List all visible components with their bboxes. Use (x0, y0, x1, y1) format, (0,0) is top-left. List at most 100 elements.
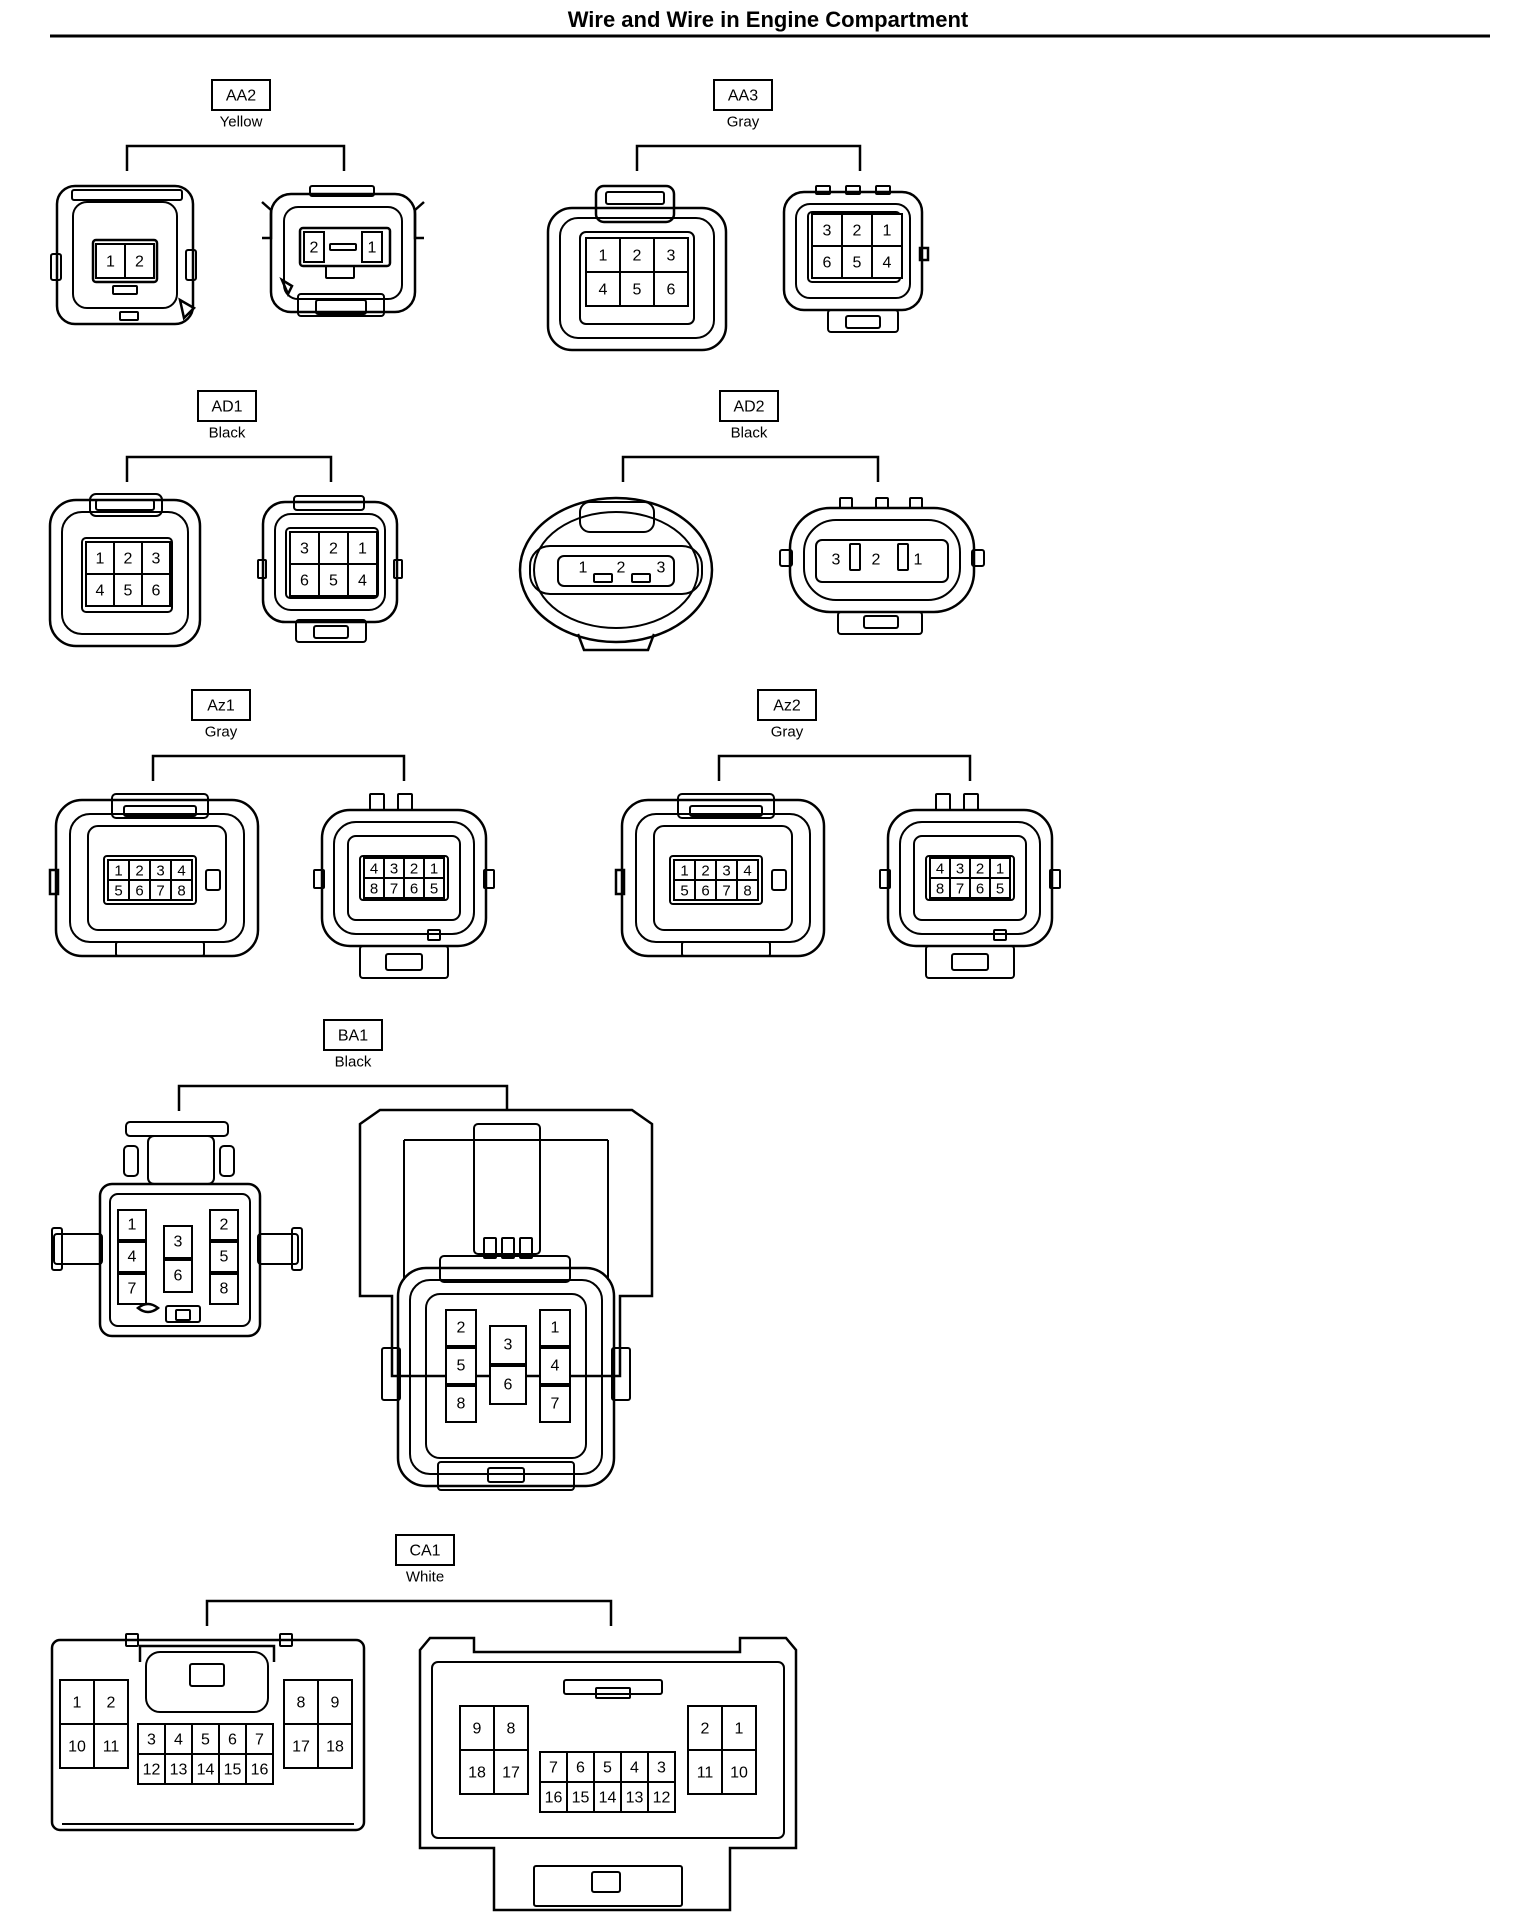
outline (899, 821, 1041, 935)
pin-cavity (170, 879, 193, 901)
pin-cavity (117, 1241, 147, 1273)
pin-number: 1 (914, 552, 923, 569)
pin-cavity (218, 1753, 247, 1785)
outline (358, 1108, 654, 1378)
pin-number: 1 (599, 248, 608, 265)
outline (329, 243, 357, 251)
pin-number: 4 (370, 861, 378, 878)
connector-id-label: AD2 (733, 399, 764, 416)
outline (87, 825, 227, 931)
outline (309, 185, 375, 197)
pin-number: 6 (228, 1732, 237, 1749)
rib (918, 246, 930, 262)
outline (95, 499, 155, 511)
pin-number: 2 (124, 551, 133, 568)
pin-number: 17 (292, 1739, 310, 1756)
connector-id-box (713, 79, 773, 111)
outline (257, 559, 267, 579)
outline (579, 501, 655, 533)
outline (279, 1633, 293, 1647)
connector-id-label: BA1 (338, 1028, 368, 1045)
pin-number: 6 (152, 583, 161, 600)
pin-number: 5 (201, 1732, 210, 1749)
pin-cavity (93, 1723, 129, 1769)
pin-cavity (489, 1365, 527, 1405)
pin-number: 3 (823, 223, 832, 240)
outline (293, 495, 365, 511)
outline (533, 1865, 683, 1907)
pin-number: 8 (743, 883, 751, 900)
pin-number: 3 (390, 861, 398, 878)
outline (863, 615, 899, 629)
pin-cavity (445, 1309, 477, 1347)
pin-cavity (445, 1385, 477, 1423)
pin-number: 10 (68, 1739, 86, 1756)
outline (925, 855, 1015, 901)
pin-cavity (871, 245, 903, 279)
pin-cavity (347, 563, 378, 597)
outline (677, 793, 775, 819)
pin-number: 2 (220, 1217, 229, 1234)
connector-color-label: Gray (205, 724, 238, 741)
pin-cavity (489, 1325, 527, 1365)
outline (925, 945, 1015, 979)
pin-number: 5 (329, 573, 338, 590)
outline (579, 231, 695, 325)
pin-number: 4 (177, 863, 185, 880)
outline (61, 511, 189, 635)
outline (788, 506, 976, 614)
pin-cavity (647, 1781, 676, 1813)
pin-number: 7 (722, 883, 730, 900)
outline (815, 539, 949, 583)
pin-cavity (620, 1781, 649, 1813)
outline (396, 1266, 616, 1488)
pin-number: 3 (147, 1732, 156, 1749)
pin-number: 4 (630, 1760, 639, 1777)
pin-number: 6 (976, 881, 984, 898)
outline (91, 238, 159, 284)
outline (993, 929, 1007, 941)
pin-number: 4 (551, 1358, 560, 1375)
pin-number: 3 (956, 861, 964, 878)
pin-number: 1 (430, 861, 438, 878)
pin-number: 8 (297, 1695, 306, 1712)
outline (189, 1663, 225, 1687)
pin-number: 5 (124, 583, 133, 600)
pin-number: 5 (633, 282, 642, 299)
pin-number: 4 (743, 863, 751, 880)
pin-number: 2 (329, 541, 338, 558)
rib (261, 201, 273, 240)
pin-number: 8 (220, 1281, 229, 1298)
outline (123, 805, 197, 817)
outline (595, 1687, 631, 1699)
outline (397, 793, 413, 811)
latch (138, 1644, 276, 1662)
outline (333, 821, 475, 935)
outline (779, 549, 793, 567)
connector-id-label: AA3 (728, 88, 758, 105)
outline (437, 1461, 575, 1491)
pin-number: 1 (579, 560, 588, 577)
pin-number: 1 (996, 861, 1004, 878)
pin-cavity (164, 1723, 193, 1755)
pin-number: 1 (735, 1721, 744, 1738)
pin-cavity (539, 1309, 571, 1347)
pin-cavity (445, 1347, 477, 1385)
outline (71, 189, 183, 201)
pin-number: 7 (390, 881, 398, 898)
pin-number: 13 (626, 1790, 644, 1807)
outline (175, 1309, 191, 1321)
outline (487, 1467, 525, 1483)
outline (845, 315, 881, 329)
